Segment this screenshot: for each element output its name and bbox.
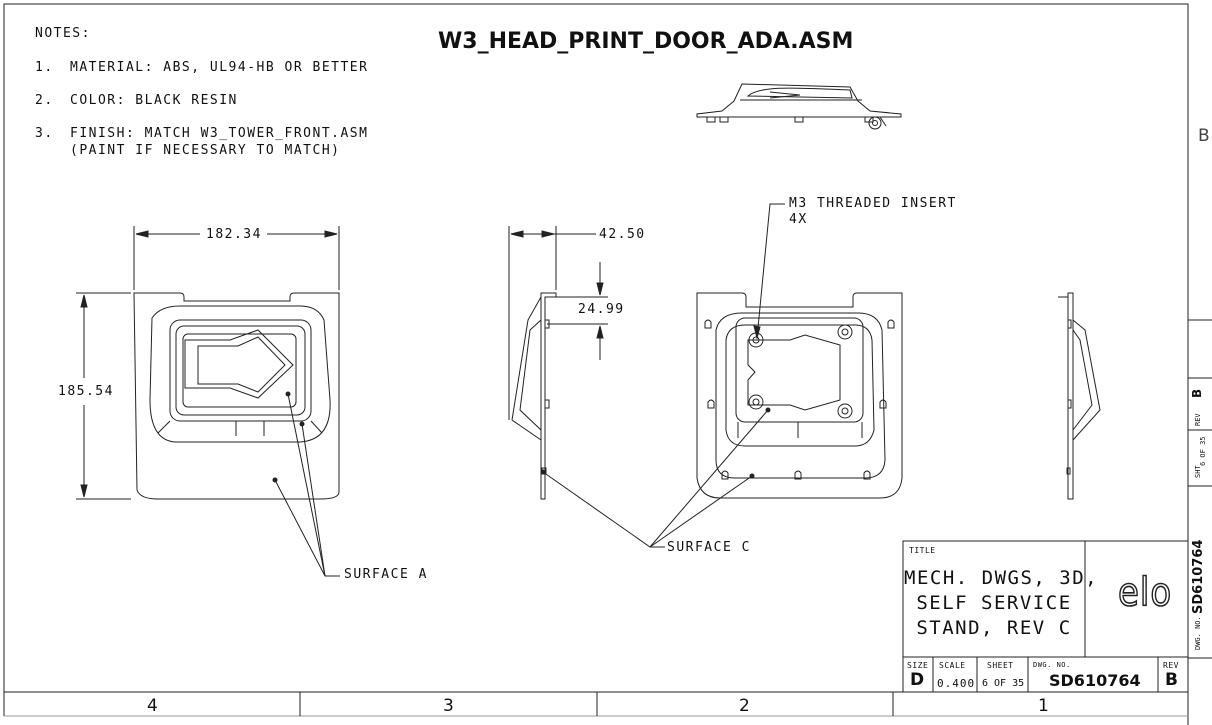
side-dwg-label: DWG. NO. bbox=[1194, 616, 1202, 650]
title-line-2: SELF SERVICE bbox=[916, 592, 1072, 614]
callout-surface-a: SURFACE A bbox=[344, 567, 428, 582]
zone-label-b: B bbox=[1198, 126, 1210, 146]
title-label: TITLE bbox=[909, 546, 936, 555]
side-rev-label: REV bbox=[1194, 413, 1202, 426]
edge-view bbox=[1058, 292, 1101, 500]
rev-label: REV bbox=[1163, 661, 1179, 670]
zone-label-2: 2 bbox=[739, 696, 750, 716]
note-3-number: 3. bbox=[35, 126, 54, 141]
drawing-title: W3_HEAD_PRINT_DOOR_ADA.ASM bbox=[438, 29, 854, 54]
note-2-number: 2. bbox=[35, 93, 54, 108]
top-view bbox=[696, 83, 902, 130]
title-block-frame bbox=[902, 540, 1189, 693]
sheet-value: 6 OF 35 bbox=[982, 678, 1025, 689]
note-1-text: MATERIAL: ABS, UL94-HB OR BETTER bbox=[70, 60, 369, 75]
rev-value: B bbox=[1165, 670, 1178, 690]
zone-label-1: 1 bbox=[1038, 696, 1049, 716]
dimension-offset: 24.99 bbox=[578, 302, 625, 317]
zone-label-3: 3 bbox=[443, 696, 454, 716]
zone-label-4: 4 bbox=[147, 696, 158, 716]
dimension-depth: 42.50 bbox=[599, 227, 646, 242]
scale-label: SCALE bbox=[939, 661, 966, 670]
leader-lines bbox=[272, 203, 785, 577]
front-view bbox=[133, 292, 340, 500]
note-3-text: FINISH: MATCH W3_TOWER_FRONT.ASM bbox=[70, 126, 369, 141]
dimension-lines bbox=[76, 226, 608, 500]
dwg-no-value: SD610764 bbox=[1049, 671, 1141, 690]
note-1-number: 1. bbox=[35, 60, 54, 75]
scale-value: 0.400 bbox=[937, 677, 976, 690]
note-2-text: COLOR: BLACK RESIN bbox=[70, 93, 238, 108]
callout-surface-c: SURFACE C bbox=[667, 540, 751, 555]
callout-threaded-insert-qty: 4X bbox=[789, 212, 808, 227]
note-3-text-continued: (PAINT IF NECESSARY TO MATCH) bbox=[70, 143, 341, 158]
title-line-1: MECH. DWGS, 3D, bbox=[904, 567, 1099, 589]
dimension-width: 182.34 bbox=[206, 227, 262, 242]
notes-heading: NOTES: bbox=[35, 26, 91, 41]
side-sht-label: SHT bbox=[1194, 465, 1202, 478]
size-value: D bbox=[910, 670, 925, 690]
dimension-height: 185.54 bbox=[58, 384, 114, 399]
side-rev-value: B bbox=[1190, 388, 1204, 398]
back-view bbox=[696, 292, 903, 499]
callout-threaded-insert: M3 THREADED INSERT bbox=[789, 196, 957, 211]
title-line-3: STAND, REV C bbox=[916, 617, 1072, 639]
side-dwg-value: SD610764 bbox=[1191, 539, 1206, 614]
sheet-label: SHEET bbox=[987, 661, 1014, 670]
size-label: SIZE bbox=[907, 661, 929, 670]
dwg-no-label: DWG. NO. bbox=[1033, 661, 1071, 669]
elo-logo: elo bbox=[1117, 569, 1173, 617]
side-sht-value: 6 OF 35 bbox=[1199, 436, 1207, 466]
